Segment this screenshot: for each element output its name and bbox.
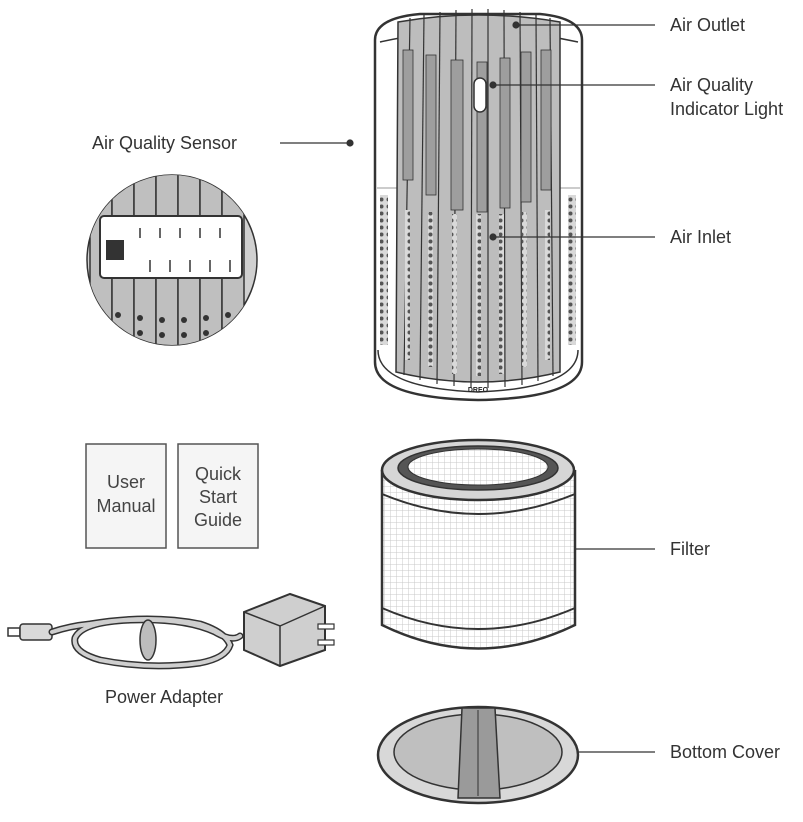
label-air-quality-sensor: Air Quality Sensor [92, 133, 237, 153]
air-inlet-holes [380, 195, 576, 376]
power-adapter [7, 592, 335, 670]
bottom-cover [376, 705, 580, 805]
user-manual-line2: Manual [96, 496, 155, 516]
purifier-body: DREO [373, 8, 584, 402]
quick-start-line3: Guide [194, 510, 242, 530]
label-bottom-cover: Bottom Cover [670, 742, 780, 762]
label-air-inlet: Air Inlet [670, 227, 731, 247]
brand-logo: DREO [468, 387, 489, 394]
filter [380, 438, 577, 650]
label-filter: Filter [670, 539, 710, 559]
air-outlet-grille [395, 8, 561, 389]
label-air-quality-light-line1: Air Quality [670, 75, 753, 95]
indicator-light-icon [473, 77, 487, 113]
label-air-outlet: Air Outlet [670, 15, 745, 35]
barrel-plug-icon [7, 627, 21, 637]
quick-start-guide [177, 443, 259, 549]
label-power-adapter: Power Adapter [105, 687, 223, 707]
user-manual [85, 443, 167, 549]
sensor-detail [86, 174, 258, 346]
label-air-quality-light-line2: Indicator Light [670, 99, 783, 119]
quick-start-line1: Quick [195, 464, 242, 484]
sensor-window-icon [106, 240, 124, 260]
quick-start-line2: Start [199, 487, 237, 507]
user-manual-line1: User [107, 472, 145, 492]
manuals: User Manual Quick Start Guide [85, 443, 259, 549]
